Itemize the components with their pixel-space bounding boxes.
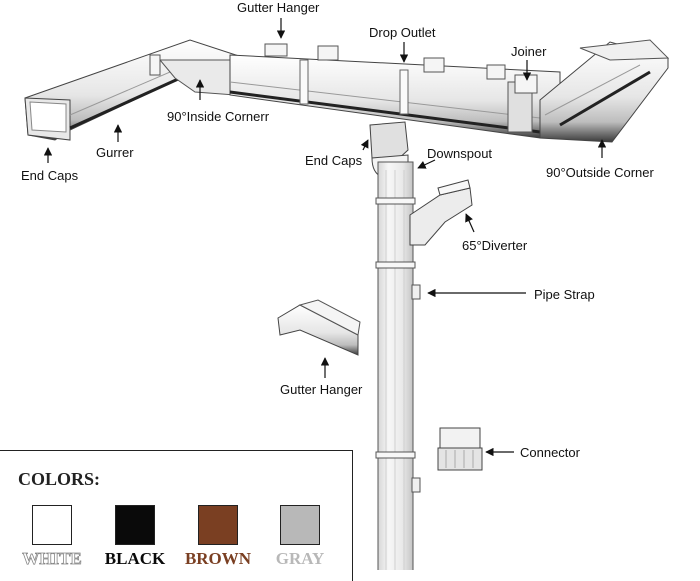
label-connector: Connector bbox=[520, 445, 580, 460]
right-gutter-run bbox=[539, 39, 670, 143]
label-inside-corner: 90°Inside Cornerr bbox=[167, 109, 270, 124]
label-gurrer: Gurrer bbox=[96, 145, 134, 160]
swatch-brown bbox=[198, 505, 238, 545]
annotation-arrows bbox=[43, 18, 607, 457]
label-joiner: Joiner bbox=[511, 44, 547, 59]
label-gutter-hanger-mid: Gutter Hanger bbox=[280, 382, 363, 397]
label-outside-corner: 90°Outside Corner bbox=[546, 165, 654, 180]
swatch-label-black: BLACK bbox=[104, 549, 166, 568]
label-pipe-strap: Pipe Strap bbox=[534, 287, 595, 302]
main-gutter-run bbox=[229, 43, 561, 139]
label-end-caps-left: End Caps bbox=[21, 168, 79, 183]
label-end-caps-mid: End Caps bbox=[305, 153, 363, 168]
swatch-label-gray: GRAY bbox=[275, 549, 325, 568]
downspout-pipe bbox=[375, 161, 421, 570]
label-downspout: Downspout bbox=[427, 146, 493, 161]
label-drop-outlet: Drop Outlet bbox=[369, 25, 436, 40]
swatch-label-white: WHITE bbox=[22, 549, 82, 569]
swatch-white bbox=[32, 505, 72, 545]
label-diverter: 65°Diverter bbox=[462, 238, 528, 253]
connector-part bbox=[437, 427, 483, 471]
label-gutter-hanger-top: Gutter Hanger bbox=[237, 0, 320, 15]
colors-legend: COLORS: WHITE BLACK BROWN GRAY bbox=[0, 450, 353, 581]
floating-gutter-hanger bbox=[277, 299, 361, 356]
diverter bbox=[409, 179, 473, 246]
swatch-label-brown: BROWN bbox=[184, 549, 252, 568]
legend-title: COLORS: bbox=[18, 469, 101, 489]
swatch-black bbox=[115, 505, 155, 545]
swatch-gray bbox=[280, 505, 320, 545]
left-gutter-run bbox=[24, 39, 246, 141]
